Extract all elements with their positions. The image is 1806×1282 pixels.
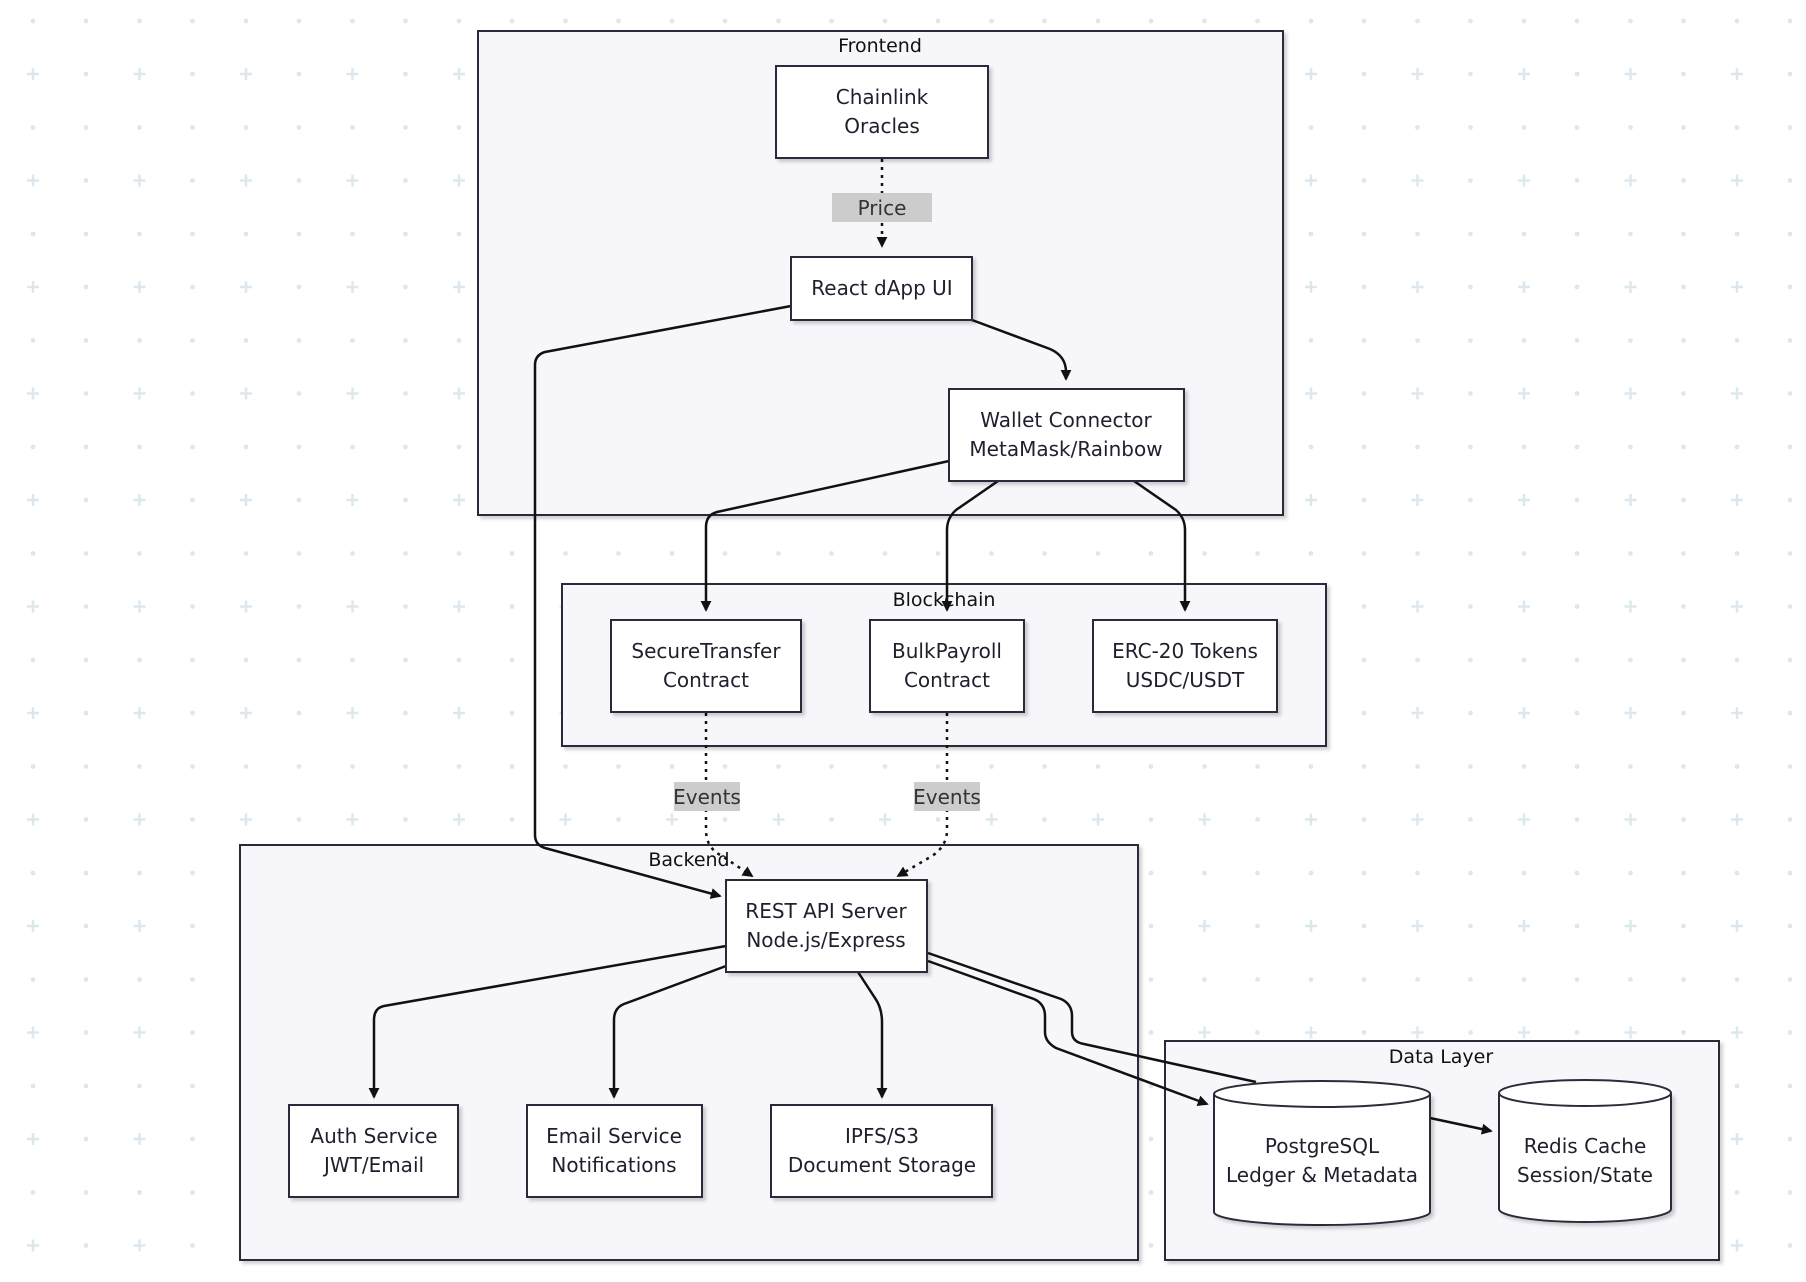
edge-wallet-secure [700,459,950,612]
node-auth-service[interactable]: Auth Service JWT/Email [288,1104,459,1198]
edge-label-events-secure: Events [673,782,741,811]
node-label: Oracles [844,114,920,138]
node-postgresql[interactable]: PostgreSQL Ledger & Metadata [1213,1080,1431,1226]
node-label: Contract [663,668,749,692]
group-title-data-layer: Data Layer [1389,1046,1494,1068]
node-label: Wallet Connector [980,408,1152,432]
edge-label-events-bulk: Events [913,782,981,811]
edge-api-auth [368,944,727,1099]
node-label: BulkPayroll [892,639,1002,663]
edge-api-ipfs [856,971,888,1099]
svg-text:Events: Events [673,785,741,809]
node-label: USDC/USDT [1126,668,1245,692]
node-label: SecureTransfer [631,639,781,663]
edge-label-price: Price [832,193,932,222]
node-label: Chainlink [836,85,929,109]
node-label: JWT/Email [322,1153,424,1177]
edge-react-api [533,304,792,899]
node-label: IPFS/S3 [845,1124,919,1148]
node-label: Document Storage [788,1153,976,1177]
group-title-backend: Backend [648,849,729,871]
node-securetransfer-contract[interactable]: SecureTransfer Contract [610,619,802,713]
group-title-frontend: Frontend [838,35,922,57]
edge-wallet-erc20 [1133,479,1191,612]
node-wallet-connector[interactable]: Wallet Connector MetaMask/Rainbow [948,388,1185,482]
node-label: Contract [904,668,990,692]
edge-postgres-redis [1429,1116,1493,1135]
node-label: Redis Cache [1524,1134,1647,1158]
edge-api-redis-upper [927,951,1257,1084]
node-label: PostgreSQL [1265,1134,1380,1158]
node-erc20-tokens[interactable]: ERC-20 Tokens USDC/USDT [1092,619,1278,713]
node-label: Notifications [551,1153,676,1177]
group-title-blockchain: Blockchain [893,589,996,611]
node-label: React dApp UI [811,276,952,300]
node-label: REST API Server [745,899,907,923]
edge-wallet-bulk [941,479,999,612]
node-react-dapp-ui[interactable]: React dApp UI [790,256,973,321]
svg-text:Price: Price [858,196,907,220]
node-label: Session/State [1517,1163,1653,1187]
node-label: ERC-20 Tokens [1112,639,1258,663]
edge-react-wallet [971,318,1072,381]
node-chainlink-oracles[interactable]: Chainlink Oracles [775,65,989,159]
edge-api-postgres [927,959,1209,1106]
node-label: Email Service [546,1124,682,1148]
node-ipfs-s3[interactable]: IPFS/S3 Document Storage [770,1104,993,1198]
edges [368,159,1493,1135]
node-rest-api-server[interactable]: REST API Server Node.js/Express [725,879,928,973]
node-email-service[interactable]: Email Service Notifications [526,1104,703,1198]
edge-api-email [608,964,727,1099]
node-bulkpayroll-contract[interactable]: BulkPayroll Contract [869,619,1025,713]
node-label: MetaMask/Rainbow [969,437,1162,461]
node-label: Ledger & Metadata [1226,1163,1418,1187]
svg-text:Events: Events [913,785,981,809]
node-label: Auth Service [310,1124,437,1148]
node-redis-cache[interactable]: Redis Cache Session/State [1498,1079,1672,1223]
node-label: Node.js/Express [746,928,905,952]
